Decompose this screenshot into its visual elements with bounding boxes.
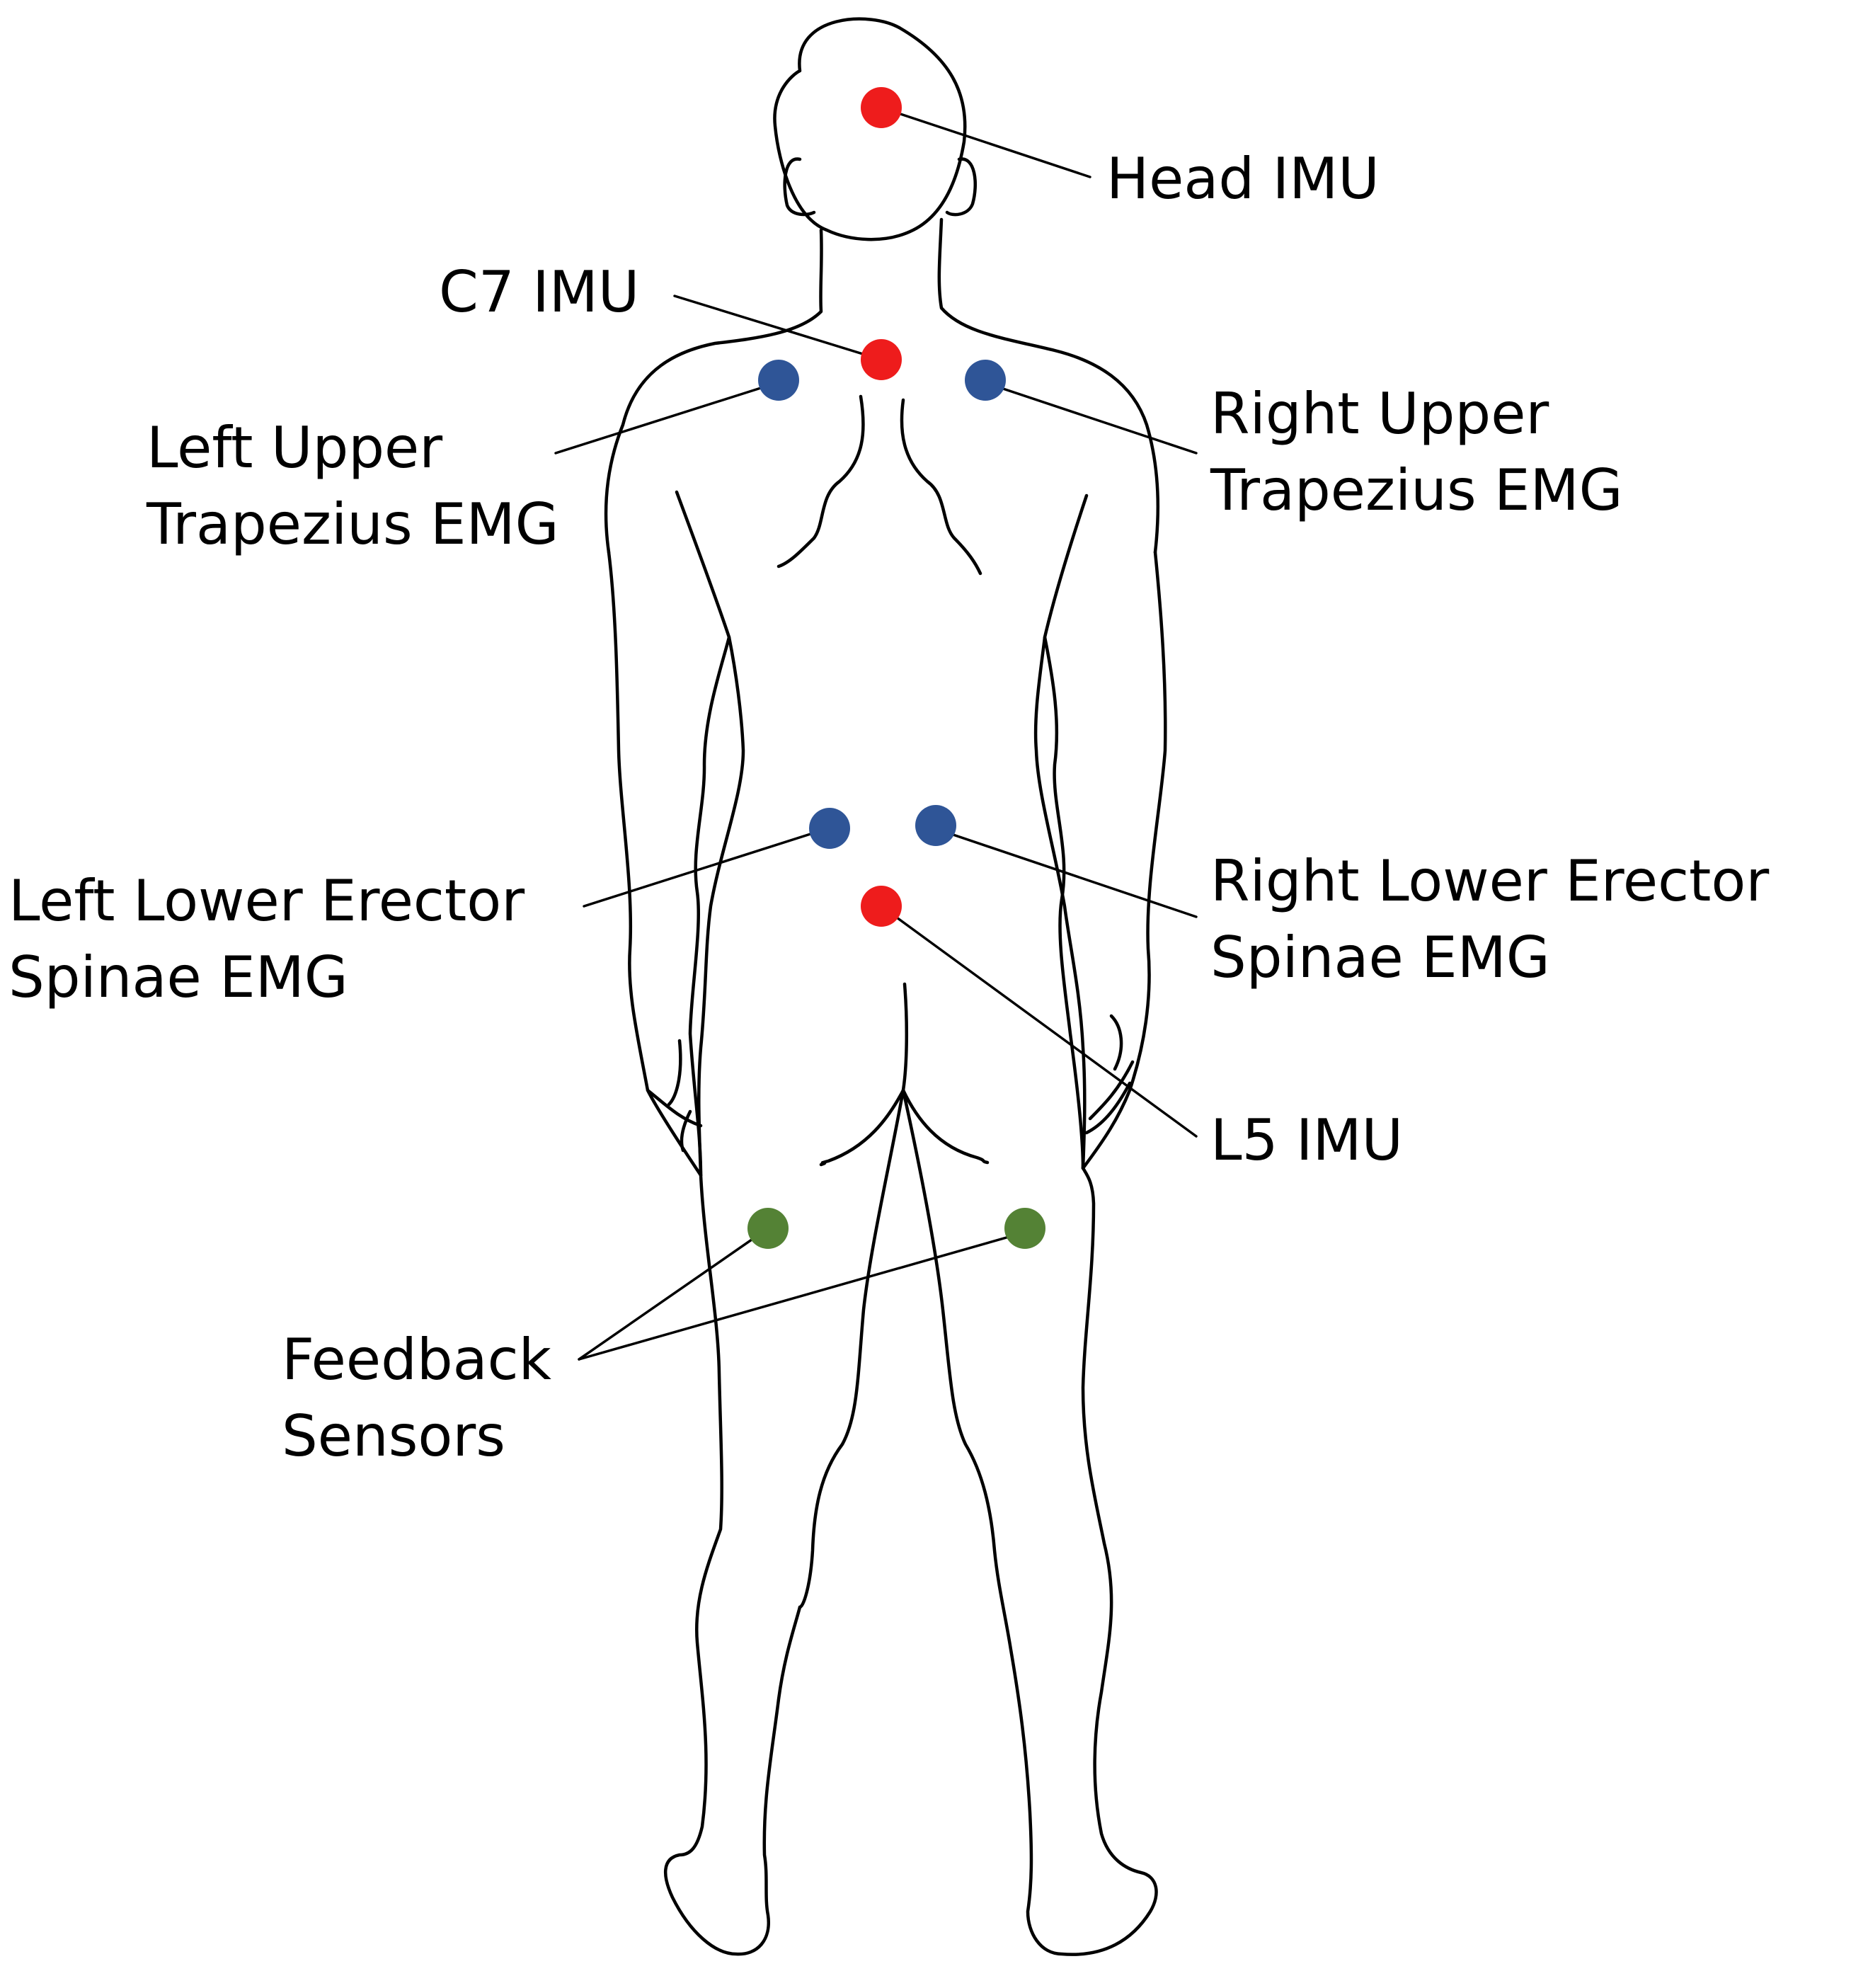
right-ear bbox=[945, 157, 978, 217]
right-hand bbox=[1084, 1014, 1135, 1135]
feedback-right-leader bbox=[578, 1230, 1028, 1361]
feedback-sensors-label-line1: Feedback bbox=[282, 1327, 552, 1393]
left-leg-inner bbox=[798, 1088, 905, 1609]
sensor-labels: Head IMU C7 IMU Left Upper Trapezius EMG… bbox=[8, 146, 1769, 1469]
left-leg-outer bbox=[664, 1173, 802, 1956]
left-scapula-line bbox=[776, 394, 865, 569]
left-lower-es-emg-marker bbox=[809, 808, 850, 849]
right-gluteal-fold bbox=[901, 1088, 990, 1165]
left-arm-outer bbox=[607, 550, 703, 1177]
right-lower-es-label-line2: Spinae EMG bbox=[1210, 925, 1550, 990]
right-lower-es-label-line1: Right Lower Erector bbox=[1210, 848, 1769, 914]
head-imu-leader bbox=[880, 106, 1091, 178]
c7-imu-leader bbox=[673, 295, 883, 361]
left-upper-trap-label-line1: Left Upper bbox=[147, 415, 442, 481]
left-hand bbox=[646, 1039, 703, 1153]
feedback-left-leader bbox=[578, 1227, 769, 1361]
right-leg-inner bbox=[901, 1088, 1158, 1956]
c7-imu-marker bbox=[861, 339, 902, 380]
left-upper-trap-leader bbox=[554, 381, 780, 455]
right-upper-trap-leader bbox=[982, 381, 1198, 455]
left-gluteal-fold bbox=[819, 1088, 905, 1167]
left-ear bbox=[783, 157, 816, 217]
head-imu-label: Head IMU bbox=[1106, 146, 1380, 212]
torso-right-side bbox=[1033, 493, 1089, 1170]
left-feedback-sensor-marker bbox=[747, 1208, 789, 1249]
head-outline bbox=[773, 17, 967, 241]
right-lower-es-leader bbox=[933, 827, 1198, 918]
left-lower-es-leader bbox=[583, 827, 830, 908]
left-lower-es-label-line1: Left Lower Erector bbox=[8, 868, 525, 934]
l5-imu-marker bbox=[861, 886, 902, 927]
l5-imu-label: L5 IMU bbox=[1210, 1107, 1403, 1173]
torso-left-side bbox=[675, 490, 745, 1177]
leader-lines bbox=[554, 106, 1198, 1361]
human-figure-outline bbox=[604, 17, 1167, 1956]
right-upper-trap-emg-marker bbox=[965, 360, 1006, 401]
left-upper-trap-label-line2: Trapezius EMG bbox=[146, 491, 559, 557]
l5-imu-leader bbox=[880, 905, 1198, 1138]
left-upper-trap-emg-marker bbox=[758, 360, 799, 401]
right-upper-trap-label-line2: Trapezius EMG bbox=[1210, 457, 1623, 523]
gluteal-cleft bbox=[901, 982, 909, 1092]
right-scapula-line bbox=[900, 398, 982, 576]
right-arm-outer bbox=[1081, 550, 1167, 1170]
neck-right-shoulder bbox=[937, 217, 1159, 554]
right-feedback-sensor-marker bbox=[1004, 1208, 1045, 1249]
feedback-sensors-label-line2: Sensors bbox=[282, 1403, 505, 1469]
head-imu-marker bbox=[861, 87, 902, 128]
right-upper-trap-label-line1: Right Upper bbox=[1210, 381, 1549, 447]
right-lower-es-emg-marker bbox=[915, 805, 956, 846]
c7-imu-label: C7 IMU bbox=[439, 259, 639, 325]
neck-left-shoulder bbox=[604, 228, 823, 554]
sensor-markers bbox=[747, 87, 1045, 1249]
left-arm-inner bbox=[688, 635, 731, 1177]
left-lower-es-label-line2: Spinae EMG bbox=[8, 944, 348, 1010]
